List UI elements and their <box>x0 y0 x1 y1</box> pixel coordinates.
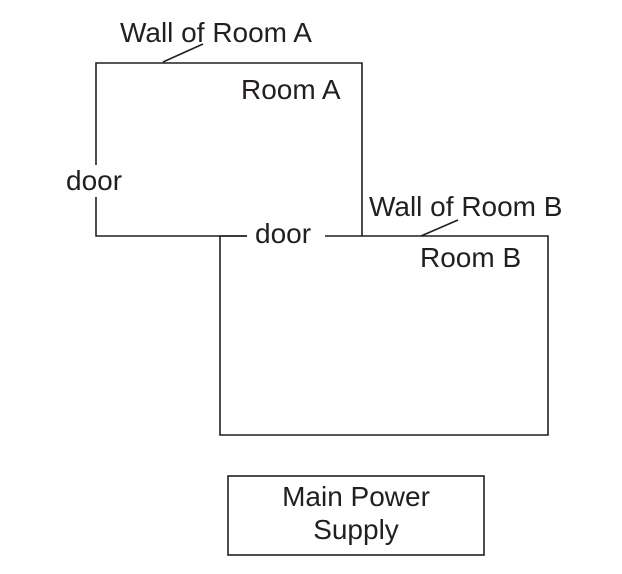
room-b-outline <box>219 235 549 436</box>
power-supply-label-line1: Main Power <box>282 481 430 512</box>
wall-a-leader-line <box>162 43 204 63</box>
wall-a-label: Wall of Room A <box>120 17 312 48</box>
power-supply-label-line2: Supply <box>313 514 399 545</box>
room-a-label: Room A <box>241 74 341 105</box>
room-a-wall-lower <box>95 197 247 237</box>
room-a-wall-main <box>95 62 363 237</box>
wall-b-label: Wall of Room B <box>369 191 562 222</box>
main-power-supply-box <box>227 475 485 556</box>
wall-b-leader-line <box>420 219 459 237</box>
room-a-outline <box>95 62 363 237</box>
door-middle-label: door <box>255 218 311 249</box>
door-left-label: door <box>66 165 122 196</box>
room-b-label: Room B <box>420 242 521 273</box>
room-b-wall <box>219 235 549 436</box>
